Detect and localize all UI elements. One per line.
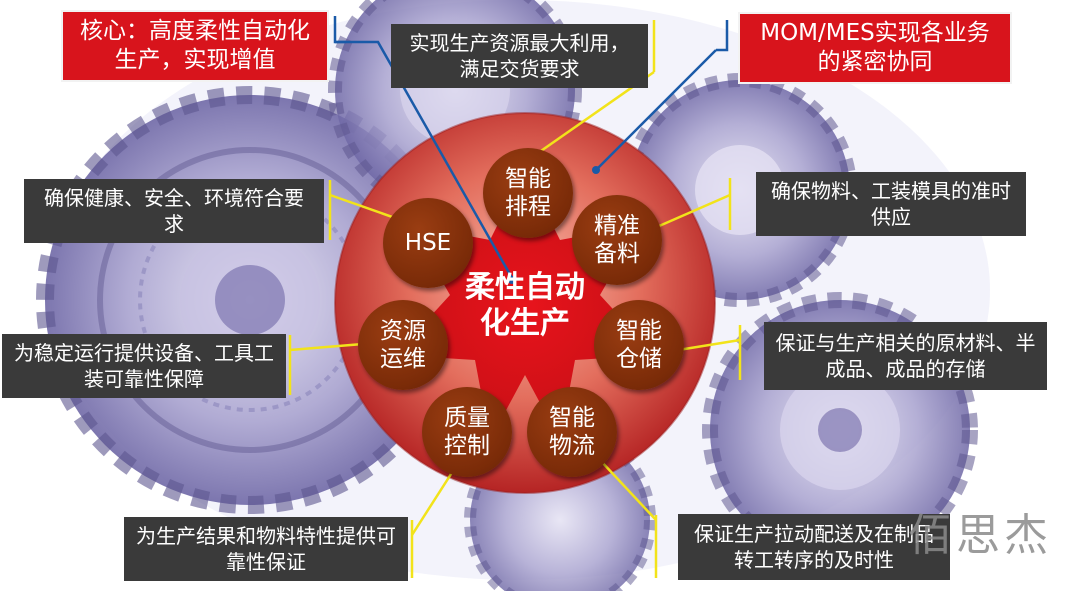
node-precise-material-prep: 精准备料 [572, 195, 662, 285]
blue-connectors [333, 16, 729, 279]
node-resource-ops: 资源运维 [358, 300, 448, 390]
watermark: 佰思杰 [908, 510, 1052, 561]
center-label: 柔性自动化生产 [465, 270, 585, 341]
caption-hse: 确保健康、安全、环境符合要求 [24, 179, 324, 243]
caption-storage: 保证与生产相关的原材料、半成品、成品的存储 [764, 322, 1047, 390]
mom-mes-red-box: MOM/MES实现各业务的紧密协同 [738, 12, 1012, 84]
caption-material-prep: 确保物料、工装模具的准时供应 [756, 172, 1026, 236]
node-smart-storage: 智能仓储 [594, 300, 684, 390]
node-smart-scheduling: 智能排程 [483, 148, 573, 238]
node-smart-logistics: 智能物流 [527, 387, 617, 477]
caption-scheduling: 实现生产资源最大利用，满足交货要求 [391, 24, 648, 88]
node-quality-control: 质量控制 [422, 387, 512, 477]
caption-logistics: 保证生产拉动配送及在制品转工转序的及时性 [678, 514, 950, 580]
core-red-box: 核心：高度柔性自动化生产，实现增值 [61, 10, 329, 82]
node-hse: HSE [383, 198, 473, 288]
caption-resource-ops: 为稳定运行提供设备、工具工装可靠性保障 [2, 334, 286, 398]
caption-quality: 为生产结果和物料特性提供可靠性保证 [124, 517, 408, 581]
